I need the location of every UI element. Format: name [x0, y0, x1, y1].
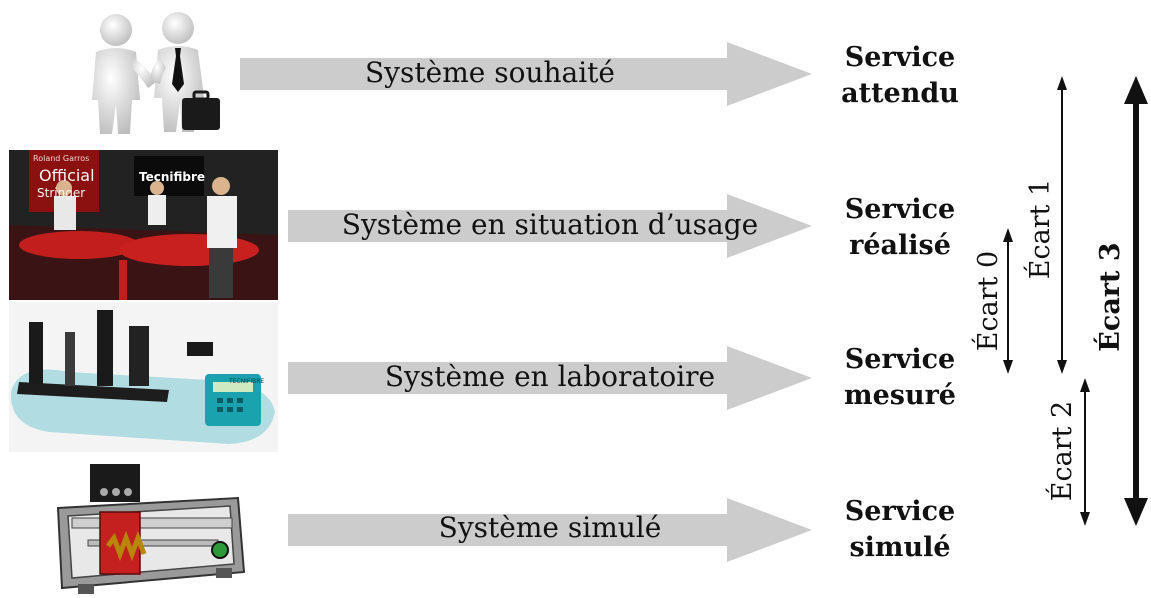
service-realise: Service réalisé [828, 192, 972, 264]
arrow-label-row-1: Système souhaité [365, 56, 615, 89]
cad-model-icon [56, 464, 246, 594]
ecart2-arrow [1080, 378, 1090, 526]
ecart3-arrow [1124, 76, 1148, 526]
arrow-row-4 [288, 498, 812, 562]
service-simule-line1: Service [844, 496, 956, 527]
usage-banner-stringer: Stringer [37, 186, 86, 200]
service-realise-line1: Service [844, 194, 956, 225]
arrow-row-2 [288, 194, 812, 258]
ecart2-label: Écart 2 [1047, 400, 1078, 502]
arrow-label-row-2: Système en situation d’usage [341, 208, 759, 241]
service-mesure: Service mesuré [828, 342, 972, 414]
cad-image [48, 460, 250, 596]
arrow-row-1 [240, 42, 812, 106]
ecart0-arrow [1003, 228, 1013, 374]
lab-photo: TECNIFIBRE [9, 302, 278, 452]
usage-banner-rg: Roland Garros [33, 154, 90, 163]
service-simule-line2: simulé [849, 532, 951, 563]
service-realise-line2: réalisé [849, 230, 951, 261]
service-attendu: Service attendu [828, 40, 972, 112]
ecart3-label: Écart 3 [1095, 242, 1126, 352]
ecart1-label: Écart 1 [1025, 178, 1056, 280]
service-attendu-line1: Service [844, 42, 956, 73]
arrow-row-3 [288, 346, 812, 410]
arrow-label-row-3: Système en laboratoire [384, 360, 716, 393]
lab-device-brand: TECNIFIBRE [229, 378, 265, 385]
ecart0-label: Écart 0 [973, 250, 1004, 352]
service-simule: Service simulé [828, 494, 972, 566]
usage-banner-brand: Tecnifibre [139, 170, 206, 184]
handshake-image [74, 8, 232, 138]
usage-banner-official: Official [39, 166, 95, 185]
service-mesure-line2: mesuré [844, 380, 956, 411]
ecart1-arrow [1057, 76, 1067, 374]
service-mesure-line1: Service [844, 344, 956, 375]
service-attendu-line2: attendu [841, 78, 959, 109]
handshake-figures-icon [92, 12, 220, 134]
arrow-label-row-4: Système simulé [438, 511, 662, 544]
usage-photo: Roland Garros Official Stringer Tecnifib… [9, 150, 278, 300]
